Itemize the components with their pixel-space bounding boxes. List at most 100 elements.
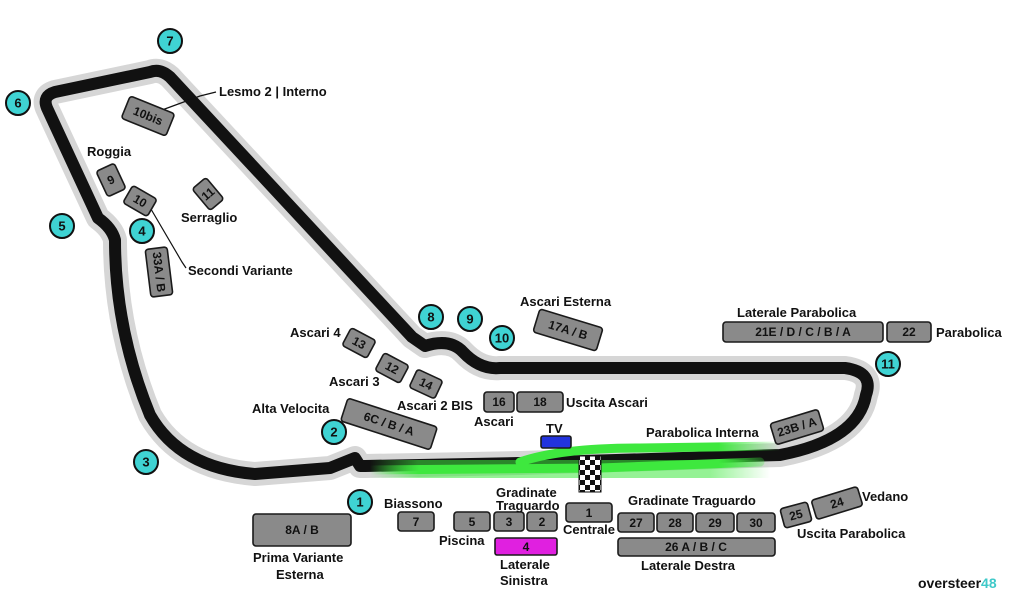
turn-10[interactable]: 10 [489, 325, 515, 351]
stand-5[interactable]: 5 [453, 511, 491, 532]
stand-10bis[interactable]: 10bis [121, 95, 175, 137]
svg-text:1: 1 [586, 506, 593, 520]
svg-text:12: 12 [383, 359, 402, 378]
svg-text:7: 7 [166, 34, 173, 49]
track-line [39, 64, 874, 480]
svg-text:2: 2 [330, 425, 337, 440]
label-centrale: Centrale [563, 522, 615, 537]
stand-2[interactable]: 2 [526, 511, 558, 532]
start-finish-flag [578, 455, 602, 493]
svg-text:3: 3 [506, 515, 513, 529]
stand-7[interactable]: 7 [397, 511, 435, 532]
label-lesmo: Lesmo 2 | Interno [219, 84, 327, 99]
label-ascari-2-bis: Ascari 2 BIS [397, 398, 473, 413]
turn-4[interactable]: 4 [129, 218, 155, 244]
svg-text:30: 30 [749, 516, 763, 530]
svg-text:29: 29 [708, 516, 722, 530]
svg-text:9: 9 [466, 312, 473, 327]
turn-11[interactable]: 11 [875, 351, 901, 377]
svg-text:10: 10 [131, 192, 150, 211]
turn-1[interactable]: 1 [347, 489, 373, 515]
tv-stand[interactable] [540, 435, 572, 449]
label-roggia: Roggia [87, 144, 132, 159]
turn-5[interactable]: 5 [49, 213, 75, 239]
svg-text:6: 6 [14, 96, 21, 111]
stand-17ab[interactable]: 17A / B [532, 308, 604, 352]
stand-3[interactable]: 3 [493, 511, 525, 532]
svg-text:4: 4 [138, 224, 146, 239]
svg-text:27: 27 [629, 516, 643, 530]
label-ascari-esterna: Ascari Esterna [520, 294, 612, 309]
stand-33ab[interactable]: 33A / B [144, 246, 174, 298]
lesmo-leader [161, 91, 217, 111]
stand-9[interactable]: 9 [96, 163, 126, 197]
stand-29[interactable]: 29 [695, 512, 735, 533]
label-ascari-4: Ascari 4 [290, 325, 341, 340]
svg-text:5: 5 [469, 515, 476, 529]
stand-21e[interactable]: 21E / D / C / B / A [722, 321, 884, 343]
svg-text:5: 5 [58, 219, 65, 234]
label-biassono: Biassono [384, 496, 443, 511]
stand-8ab[interactable]: 8A / B [252, 513, 352, 547]
label-traguardo-small: Traguardo [496, 498, 560, 513]
stand-14[interactable]: 14 [409, 369, 443, 399]
turn-6[interactable]: 6 [5, 90, 31, 116]
svg-text:4: 4 [523, 540, 530, 554]
stand-18[interactable]: 18 [516, 391, 564, 413]
stand-13[interactable]: 13 [342, 327, 376, 359]
label-laterale: Laterale [500, 557, 550, 572]
label-uscita-parabolica: Uscita Parabolica [797, 526, 906, 541]
label-serraglio: Serraglio [181, 210, 237, 225]
svg-text:21E / D / C / B / A: 21E / D / C / B / A [755, 325, 851, 339]
label-vedano: Vedano [862, 489, 908, 504]
pit-lane-band [370, 460, 770, 478]
label-laterale-destra: Laterale Destra [641, 558, 736, 573]
tv-label: TV [546, 421, 563, 436]
stand-26abc[interactable]: 26 A / B / C [617, 537, 776, 557]
label-prima-variante: Prima Variante [253, 550, 343, 565]
turn-3[interactable]: 3 [133, 449, 159, 475]
svg-text:8A / B: 8A / B [285, 523, 319, 537]
stand-30[interactable]: 30 [736, 512, 776, 533]
label-parabolica: Parabolica [936, 325, 1003, 340]
stand-24[interactable]: 24 [811, 486, 863, 520]
turn-7[interactable]: 7 [157, 28, 183, 54]
stand-4[interactable]: 4 [494, 537, 558, 556]
stand-16[interactable]: 16 [483, 391, 515, 413]
svg-text:10: 10 [495, 331, 509, 346]
track [33, 58, 880, 493]
label-secondi-variante: Secondi Variante [188, 263, 293, 278]
stand-10[interactable]: 10 [123, 185, 157, 217]
turn-8[interactable]: 8 [418, 304, 444, 330]
svg-text:22: 22 [902, 325, 916, 339]
label-sinistra: Sinistra [500, 573, 548, 588]
svg-text:25: 25 [788, 506, 805, 523]
stand-22[interactable]: 22 [886, 321, 932, 343]
label-ascari: Ascari [474, 414, 514, 429]
label-laterale-parabolica: Laterale Parabolica [737, 305, 857, 320]
stand-12[interactable]: 12 [375, 352, 409, 384]
svg-text:24: 24 [829, 494, 846, 511]
label-parabolica-interna: Parabolica Interna [646, 425, 759, 440]
stand-1[interactable]: 1 [565, 502, 613, 523]
svg-text:11: 11 [881, 357, 895, 372]
stand-28[interactable]: 28 [656, 512, 694, 533]
stand-25[interactable]: 25 [779, 501, 813, 529]
turn-2[interactable]: 2 [321, 419, 347, 445]
turn-9[interactable]: 9 [457, 306, 483, 332]
svg-text:8: 8 [427, 310, 434, 325]
stand-27[interactable]: 27 [617, 512, 655, 533]
secondi-leader [147, 203, 187, 269]
brand-logo: oversteer48 [918, 575, 997, 591]
svg-text:26 A / B / C: 26 A / B / C [665, 540, 727, 554]
svg-text:7: 7 [413, 515, 420, 529]
svg-text:33A / B: 33A / B [150, 251, 169, 293]
label-gradinate-traguardo: Gradinate Traguardo [628, 493, 756, 508]
label-alta-velocita: Alta Velocita [252, 401, 330, 416]
svg-text:2: 2 [539, 515, 546, 529]
svg-text:18: 18 [533, 395, 547, 409]
svg-text:14: 14 [417, 375, 435, 393]
stand-11[interactable]: 11 [192, 177, 224, 211]
svg-text:3: 3 [142, 455, 149, 470]
